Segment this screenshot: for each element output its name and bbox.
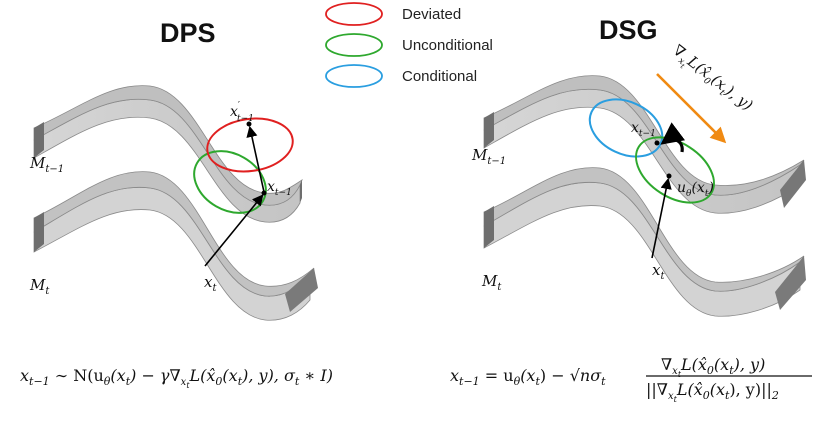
legend-item-deviated: Deviated bbox=[325, 2, 461, 26]
right-label-u: uθ(xt) bbox=[677, 180, 714, 199]
legend-swatch-unconditional bbox=[325, 33, 383, 57]
left-lower-manifold bbox=[33, 171, 318, 321]
right-gradient-label: ∇xtL(x̂0(xt), y) bbox=[666, 41, 756, 118]
right-panel-title: DSG bbox=[599, 15, 658, 45]
left-arrow-xt1-to-prime bbox=[246, 125, 265, 193]
right-label-xt: xt bbox=[652, 261, 665, 282]
left-formula: xt−1 ∼ N(uθ(xt) − γ∇xtL(x̂0(xt), y), σt … bbox=[20, 366, 333, 390]
right-curved-correction-arrow bbox=[660, 122, 686, 153]
legend-item-unconditional: Unconditional bbox=[325, 33, 493, 57]
right-point-u bbox=[666, 173, 672, 179]
left-panel-title: DPS bbox=[160, 18, 216, 48]
left-point-xt1 bbox=[261, 190, 267, 196]
right-formula-lhs: xt−1 = uθ(xt) − √nσt bbox=[450, 366, 606, 388]
left-deviated-ellipse bbox=[206, 117, 294, 173]
left-label-manifold-lower: Mt bbox=[29, 276, 50, 297]
right-panel: xt−1 uθ(xt) xt Mt−1 Mt ∇xtL(x̂0(xt), y) … bbox=[450, 15, 812, 404]
right-point-xt1 bbox=[654, 140, 660, 146]
left-label-xt1: xt−1 bbox=[267, 179, 292, 198]
left-upper-manifold bbox=[33, 85, 303, 223]
left-label-manifold-upper: Mt−1 bbox=[29, 154, 64, 175]
legend-swatch-conditional bbox=[325, 64, 383, 88]
right-label-manifold-lower: Mt bbox=[481, 272, 502, 293]
right-gradient-arrow bbox=[656, 73, 727, 144]
right-label-xt1: xt−1 bbox=[631, 120, 656, 139]
left-label-xt1-prime: x′t−1 bbox=[230, 101, 254, 124]
right-unconditional-ellipse bbox=[635, 136, 715, 204]
right-upper-manifold bbox=[483, 75, 806, 214]
right-formula-numerator: ∇xtL(x̂0(xt), y) bbox=[661, 355, 765, 379]
right-arrow-xt-to-u bbox=[651, 177, 672, 259]
left-label-xt: xt bbox=[204, 273, 217, 294]
legend-item-conditional: Conditional bbox=[325, 64, 477, 88]
left-arrow-xt-to-xt1 bbox=[204, 194, 264, 267]
right-lower-manifold bbox=[483, 167, 806, 317]
legend-swatch-deviated bbox=[325, 2, 383, 26]
legend-label-conditional: Conditional bbox=[402, 68, 477, 85]
left-panel: x′t−1 xt−1 xt Mt−1 Mt DPS xt−1 ∼ N(uθ(xt… bbox=[20, 18, 333, 390]
left-point-xt1-prime bbox=[246, 121, 252, 127]
right-label-manifold-upper: Mt−1 bbox=[471, 146, 506, 167]
right-formula: xt−1 = uθ(xt) − √nσt ∇xtL(x̂0(xt), y) ||… bbox=[450, 355, 812, 404]
legend: Deviated Unconditional Conditional bbox=[325, 2, 493, 88]
legend-label-unconditional: Unconditional bbox=[402, 37, 493, 54]
right-formula-denominator: ||∇xtL(x̂0(xt), y)||2 bbox=[646, 380, 779, 404]
legend-label-deviated: Deviated bbox=[402, 6, 461, 23]
